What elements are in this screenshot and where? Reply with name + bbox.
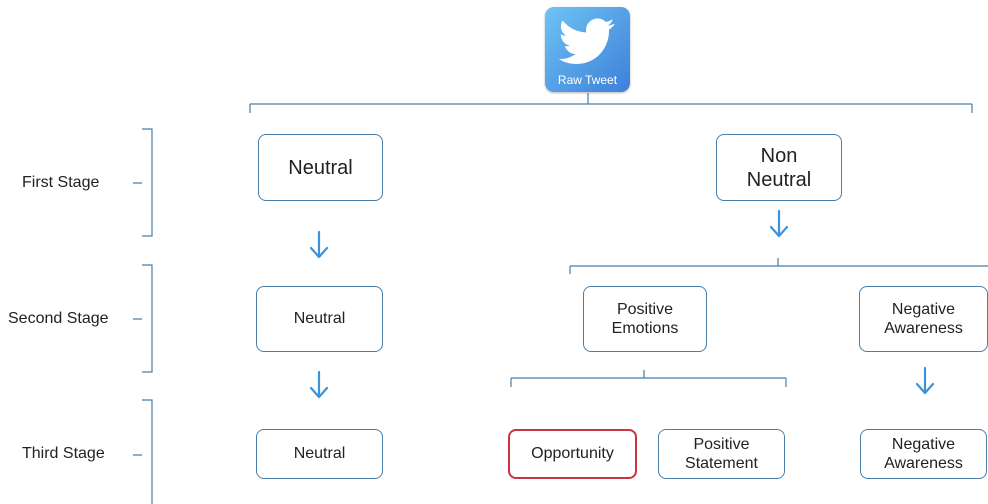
node-first-neutral: Neutral (258, 134, 383, 201)
stage-label-first: First Stage (22, 174, 100, 191)
node-first-non-neutral: Non Neutral (716, 134, 842, 201)
non-neutral-connector (569, 258, 988, 274)
first-stage-bracket (133, 128, 153, 237)
twitter-bird-icon (558, 18, 615, 64)
node-second-neutral: Neutral (256, 286, 383, 352)
node-second-negative-awareness: Negative Awareness (859, 286, 988, 352)
down-arrow-icon (309, 230, 329, 259)
root-connector (249, 93, 973, 113)
stage-label-second: Second Stage (8, 310, 109, 327)
node-third-negative-awareness: Negative Awareness (860, 429, 987, 479)
raw-tweet-logo: Raw Tweet (545, 7, 630, 92)
logo-caption: Raw Tweet (557, 73, 618, 87)
second-stage-bracket (133, 264, 153, 373)
down-arrow-icon (769, 209, 789, 238)
down-arrow-icon (309, 370, 329, 399)
node-third-positive-statement: Positive Statement (658, 429, 785, 479)
node-third-opportunity: Opportunity (508, 429, 637, 479)
third-stage-bracket (133, 399, 153, 504)
node-second-positive-emotions: Positive Emotions (583, 286, 707, 352)
stage-label-third: Third Stage (22, 445, 105, 462)
positive-emotions-connector (510, 370, 787, 387)
node-third-neutral: Neutral (256, 429, 383, 479)
down-arrow-icon (915, 366, 935, 395)
